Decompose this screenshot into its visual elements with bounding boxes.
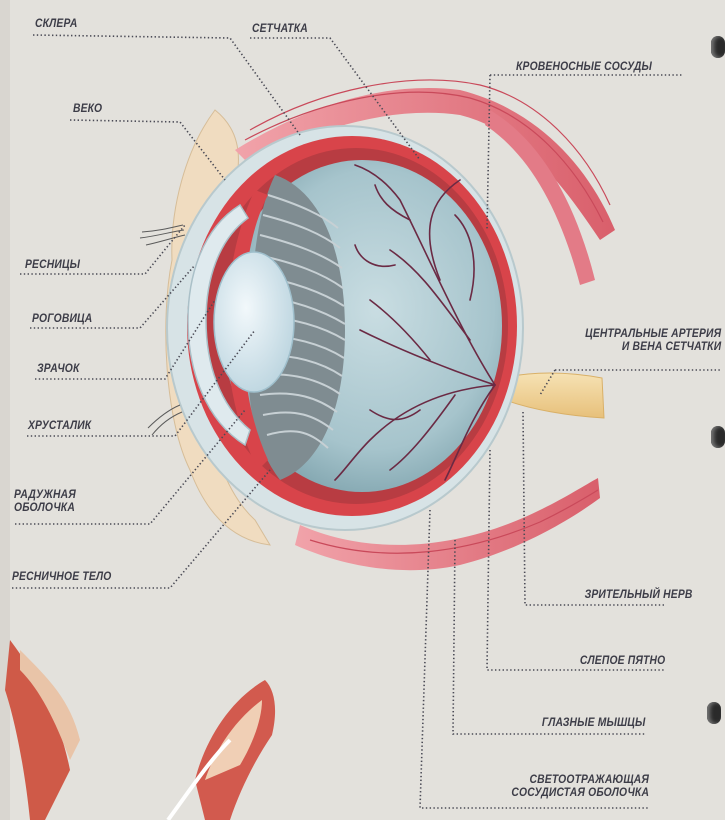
binder-ring-top [711, 36, 725, 58]
binder-ring-middle [711, 426, 725, 448]
label-lens: ХРУСТАЛИК [28, 419, 91, 432]
label-retina: СЕТЧАТКА [252, 22, 308, 35]
label-central-artery-vein: ЦЕНТРАЛЬНЫЕ АРТЕРИЯ И ВЕНА СЕТЧАТКИ [585, 327, 721, 353]
lens-shape [214, 252, 294, 392]
label-tapetum-choroid: СВЕТООТРАЖАЮЩАЯ СОСУДИСТАЯ ОБОЛОЧКА [511, 773, 649, 799]
label-iris: РАДУЖНАЯ ОБОЛОЧКА [14, 488, 76, 514]
label-optic-nerve: ЗРИТЕЛЬНЫЙ НЕРВ [585, 588, 693, 601]
label-eyelashes: РЕСНИЦЫ [25, 258, 80, 271]
label-blood-vessels: КРОВЕНОСНЫЕ СОСУДЫ [516, 60, 652, 73]
label-pupil: ЗРАЧОК [37, 362, 80, 375]
label-cornea: РОГОВИЦА [32, 312, 92, 325]
label-blind-spot: СЛЕПОЕ ПЯТНО [580, 654, 665, 667]
label-sclera: СКЛЕРА [35, 17, 77, 30]
label-eyelid: ВЕКО [73, 102, 102, 115]
label-ciliary-body: РЕСНИЧНОЕ ТЕЛО [12, 570, 111, 583]
binder-ring-bottom [707, 702, 721, 724]
label-eye-muscles: ГЛАЗНЫЕ МЫШЦЫ [541, 716, 645, 729]
